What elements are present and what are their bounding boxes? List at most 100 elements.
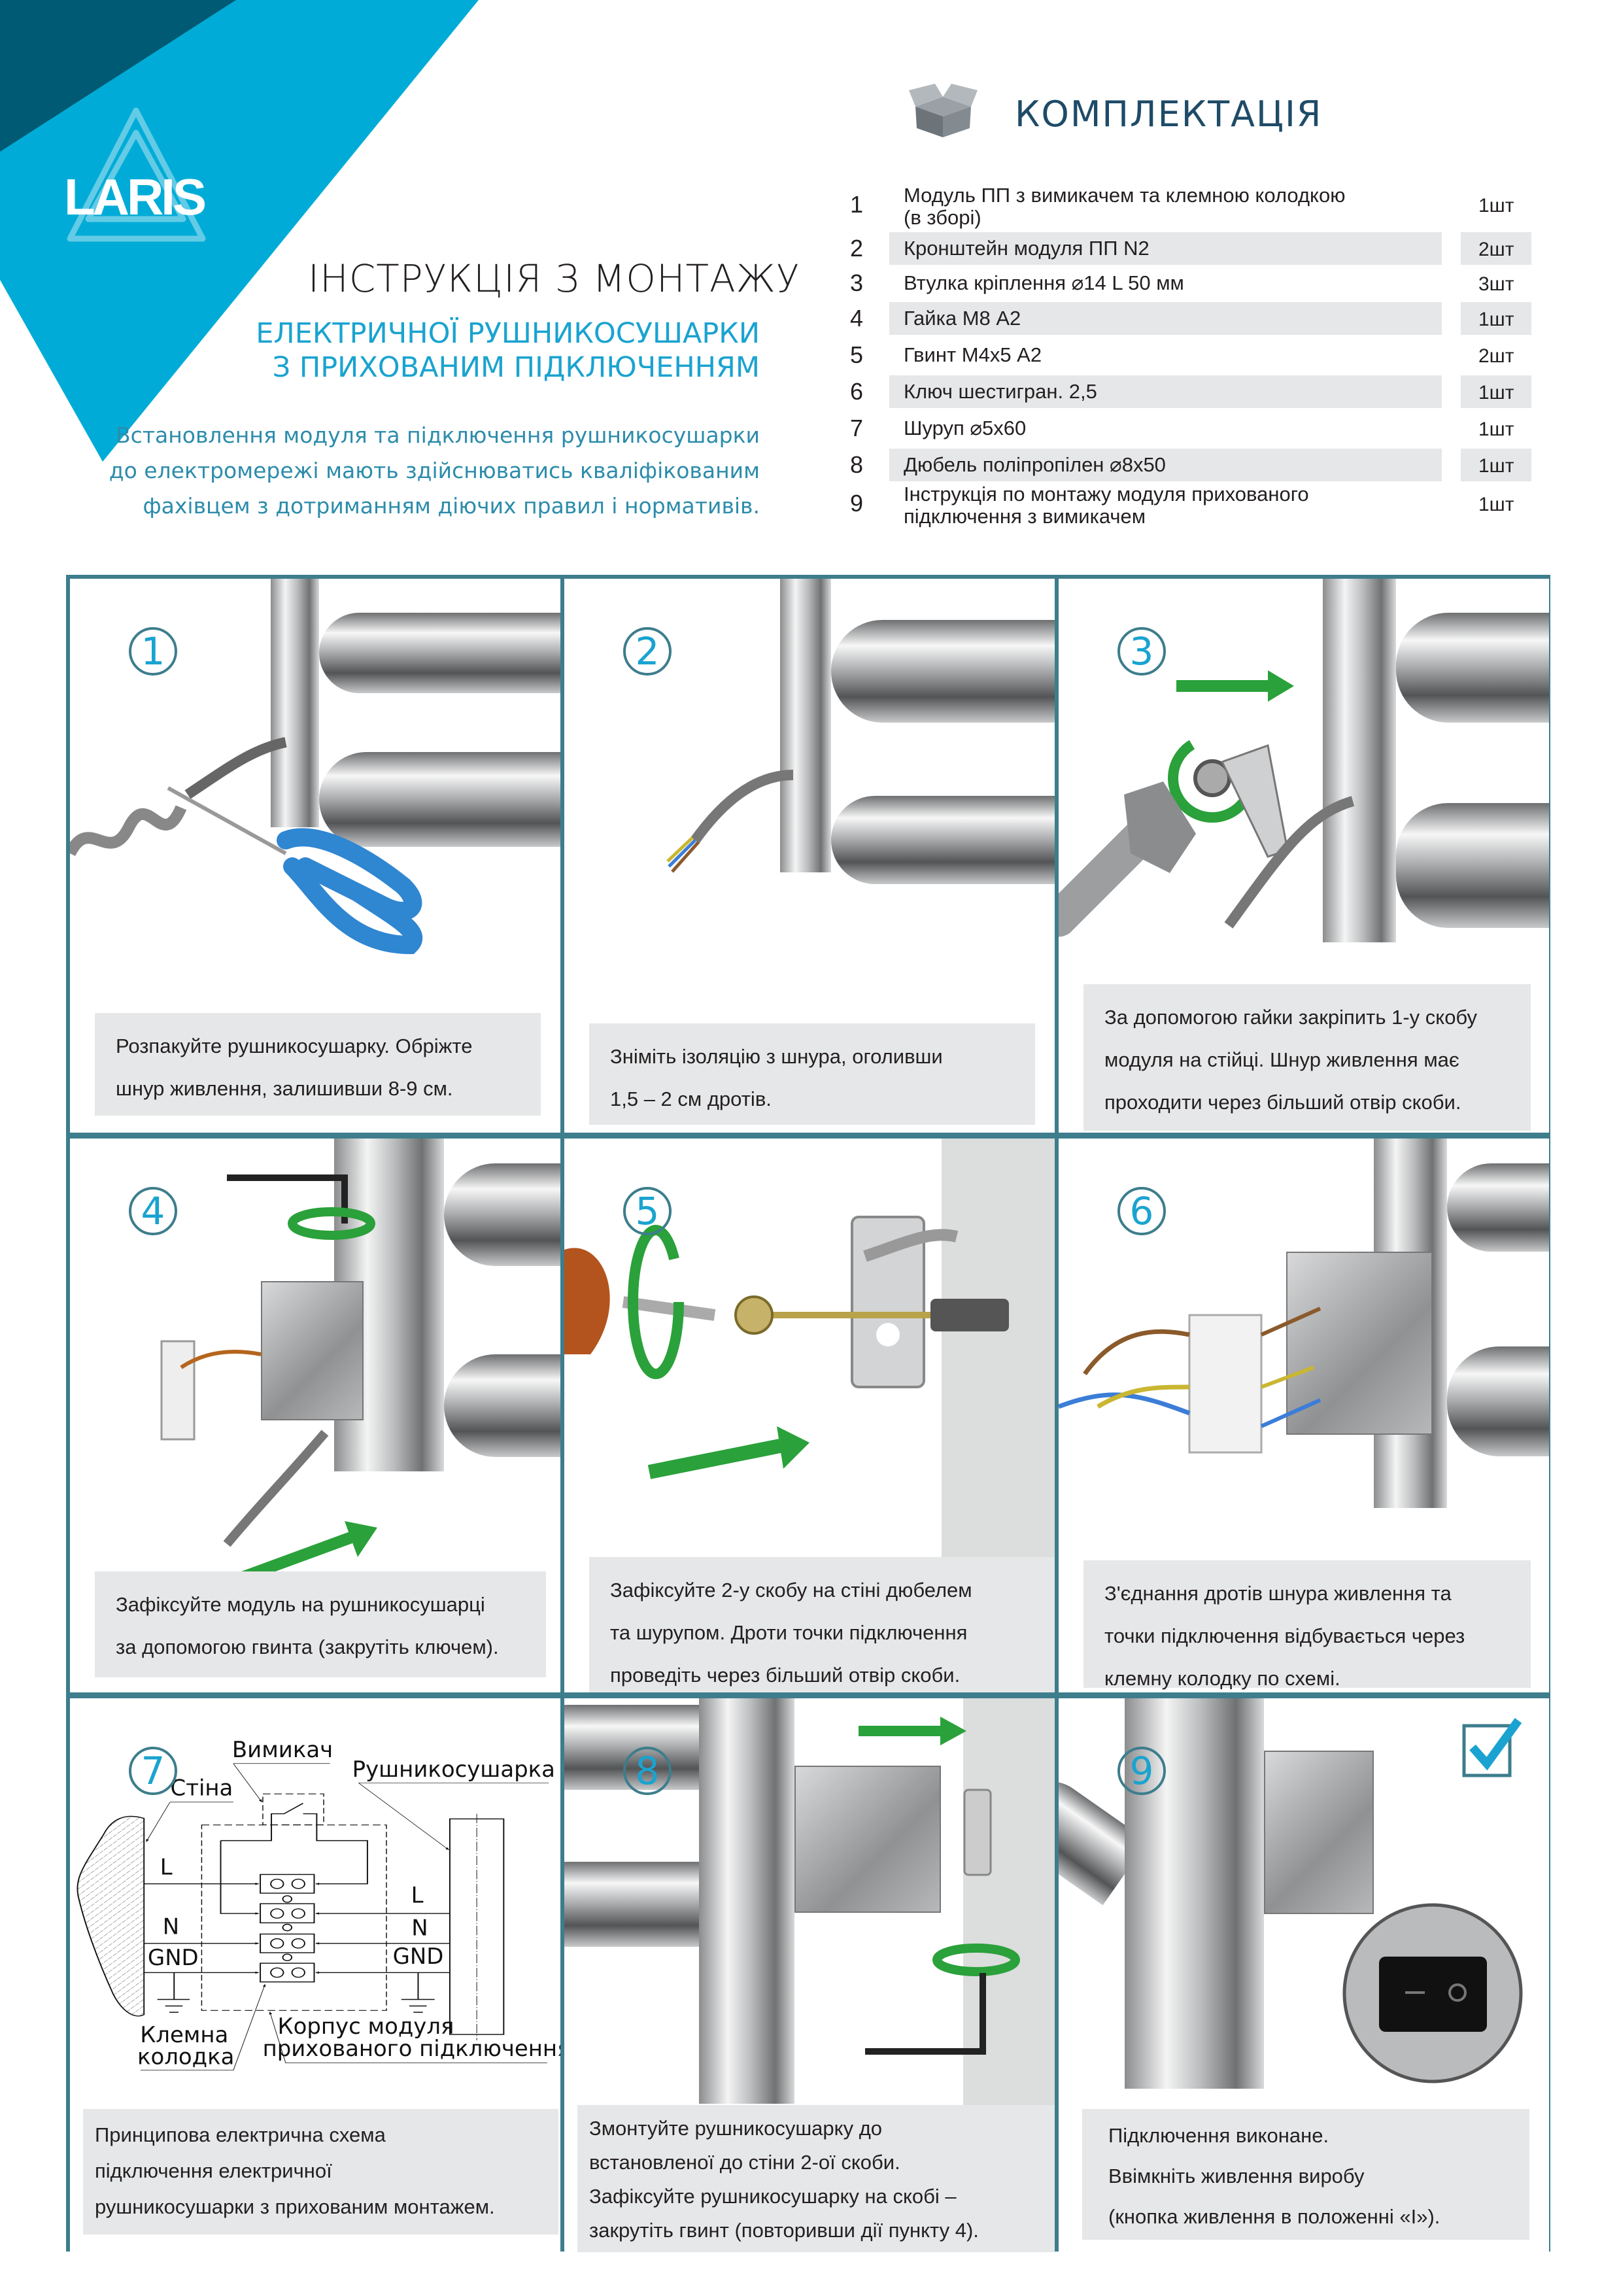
kit-num: 5 [850, 341, 864, 368]
step-caption: Підключення виконане.Ввімкніть живлення … [1082, 2109, 1529, 2240]
step-9: 9 Підключення виконане.Ввімкніть живленн… [1059, 1698, 1549, 2252]
step-number: 3 [1117, 627, 1166, 676]
rail-post [271, 579, 319, 827]
kit-num: 1 [850, 191, 864, 218]
kit-qty: 1шт [1478, 309, 1514, 330]
step-1: 1 Розпакуйте рушникосушарку. Обріжте шнур… [70, 579, 560, 1133]
rail-post [699, 1698, 794, 2104]
kit-name: Шуруп ⌀5х60 [904, 417, 1027, 439]
step-caption: Змонтуйте рушникосушарку до встановленої … [577, 2105, 1055, 2252]
wall-section [77, 1815, 145, 2017]
module-box [1264, 1751, 1374, 1914]
note-line-1: Встановлення модуля та підключення рушни… [115, 422, 760, 448]
rail-tube [1396, 803, 1549, 928]
step-number: 7 [129, 1747, 177, 1795]
kit-row: 1 Модуль ПП з вимикачем та клемною колодк… [850, 184, 1537, 229]
svg-text:LARIS: LARIS [64, 168, 205, 226]
checkmark-icon [1462, 1718, 1522, 1777]
module-box [261, 1281, 364, 1420]
step-number: 8 [623, 1747, 672, 1795]
caption-line: встановленої до стіни 2-ої скоби. [589, 2151, 900, 2174]
caption-line: Ввімкніть живлення виробу [1108, 2165, 1365, 2187]
kit-qty: 1шт [1478, 382, 1514, 403]
rail-tube [319, 752, 560, 847]
caption-line: Принципова електрична схема [95, 2123, 386, 2146]
kit-name: Дюбель поліпропілен ⌀8х50 [904, 453, 1166, 476]
kit-name: Гайка М8 А2 [904, 307, 1021, 330]
kit-name: Гвинт М4х5 А2 [904, 343, 1042, 366]
caption-line: Зніміть ізоляцію з шнура, оголивши [610, 1045, 943, 1068]
kit-num: 9 [850, 490, 864, 517]
switch-outline [262, 1793, 324, 1825]
caption-line: точки підключення відбувається через [1104, 1624, 1465, 1647]
kit-qty: 3шт [1478, 273, 1514, 295]
label-housing-2: прихованого підключення [263, 2036, 560, 2061]
step-number: 5 [623, 1187, 672, 1235]
steps-grid: 1 Розпакуйте рушникосушарку. Обріжте шнур… [66, 575, 1550, 2252]
kit-row: 5 Гвинт М4х5 А2 2шт [850, 339, 1537, 373]
rail-tube [444, 1354, 560, 1457]
caption-line: модуля на стійці. Шнур живлення має [1104, 1048, 1459, 1071]
kit-num: 7 [850, 415, 864, 441]
ground-icon [401, 1972, 435, 2013]
wall [942, 1139, 1055, 1557]
module-box [794, 1766, 941, 1913]
caption-line: шнур живлення, залишивши 8-9 см. [116, 1077, 453, 1100]
kit-num: 2 [850, 235, 864, 262]
kit-name-line: Модуль ПП з вимикачем та клемною колодко… [904, 184, 1346, 207]
step-3: 3 За допомогою гайки закріпить 1-у скобу… [1059, 579, 1549, 1133]
caption-line: Зафіксуйте рушникосушарку на скобі – [589, 2185, 957, 2208]
terminal-wiring [1059, 1307, 1321, 1454]
kit-qty: 2шт [1478, 345, 1514, 367]
note-line-3: фахівцем з дотриманням діючих правил і н… [143, 493, 760, 519]
label-switch: Вимикач [232, 1737, 333, 1762]
subtitle-line-1: ЕЛЕКТРИЧНОЇ РУШНИКОСУШАРКИ [256, 317, 760, 350]
caption-line: Змонтуйте рушникосушарку до [589, 2117, 883, 2140]
screwdriver-bracket [564, 1216, 1009, 1479]
wrench-nut-arrow [1059, 670, 1355, 937]
rail-tube [444, 1163, 560, 1266]
kit-name: Ключ шестигран. 2,5 [904, 380, 1097, 403]
caption-line: рушникосушарки з прихованим монтажем. [95, 2195, 495, 2218]
rail-tube [831, 620, 1055, 723]
kit-name: Кронштейн модуля ПП N2 [904, 237, 1150, 260]
stripped-cable [666, 770, 794, 873]
arrows-hex-key [859, 1717, 1020, 2055]
step-number: 6 [1117, 1187, 1166, 1235]
caption-line: Розпакуйте рушникосушарку. Обріжте [116, 1035, 473, 1057]
caption-line: Зафіксуйте модуль на рушникосушарці [116, 1593, 485, 1616]
kit-row: 9 Інструкція по монтажу модуля прихованог… [850, 483, 1537, 528]
caption-line: та шурупом. Дроти точки підключення [610, 1621, 968, 1644]
page-title: ІНСТРУКЦІЯ З МОНТАЖУ [308, 256, 800, 301]
rail-post [1323, 579, 1396, 942]
caption-line: Зафіксуйте 2-у скобу на стіні дюбелем [610, 1579, 972, 1602]
kit-name: Втулка кріплення ⌀14 L 50 мм [904, 271, 1184, 294]
step-number: 1 [129, 627, 177, 676]
label-wall: Стіна [171, 1775, 233, 1801]
kit-qty: 1шт [1478, 195, 1514, 216]
kit-title: КОМПЛЕКТАЦІЯ [1015, 94, 1323, 135]
cable-and-scissors [70, 737, 423, 955]
kit-name: Інструкція по монтажу модуля прихованого… [904, 483, 1309, 528]
rail-tube [1447, 1163, 1549, 1252]
rail-tube [1396, 613, 1549, 723]
rail-tube [1447, 1346, 1549, 1456]
caption-line: (кнопка живлення в положенні «І»). [1108, 2205, 1440, 2228]
caption-line: проведіть через більший отвір скоби. [610, 1664, 961, 1687]
kit-name: Модуль ПП з вимикачем та клемною колодко… [904, 184, 1345, 229]
kit-num: 6 [850, 378, 864, 405]
step-8: 8 Змонтуйте рушникосушарку до встановлено… [564, 1698, 1055, 2252]
header-banner [0, 0, 479, 462]
label-terminal-2: колодка [137, 2044, 234, 2069]
label-housing-1: Корпус модуля [278, 2013, 454, 2039]
rail-post [780, 579, 831, 872]
